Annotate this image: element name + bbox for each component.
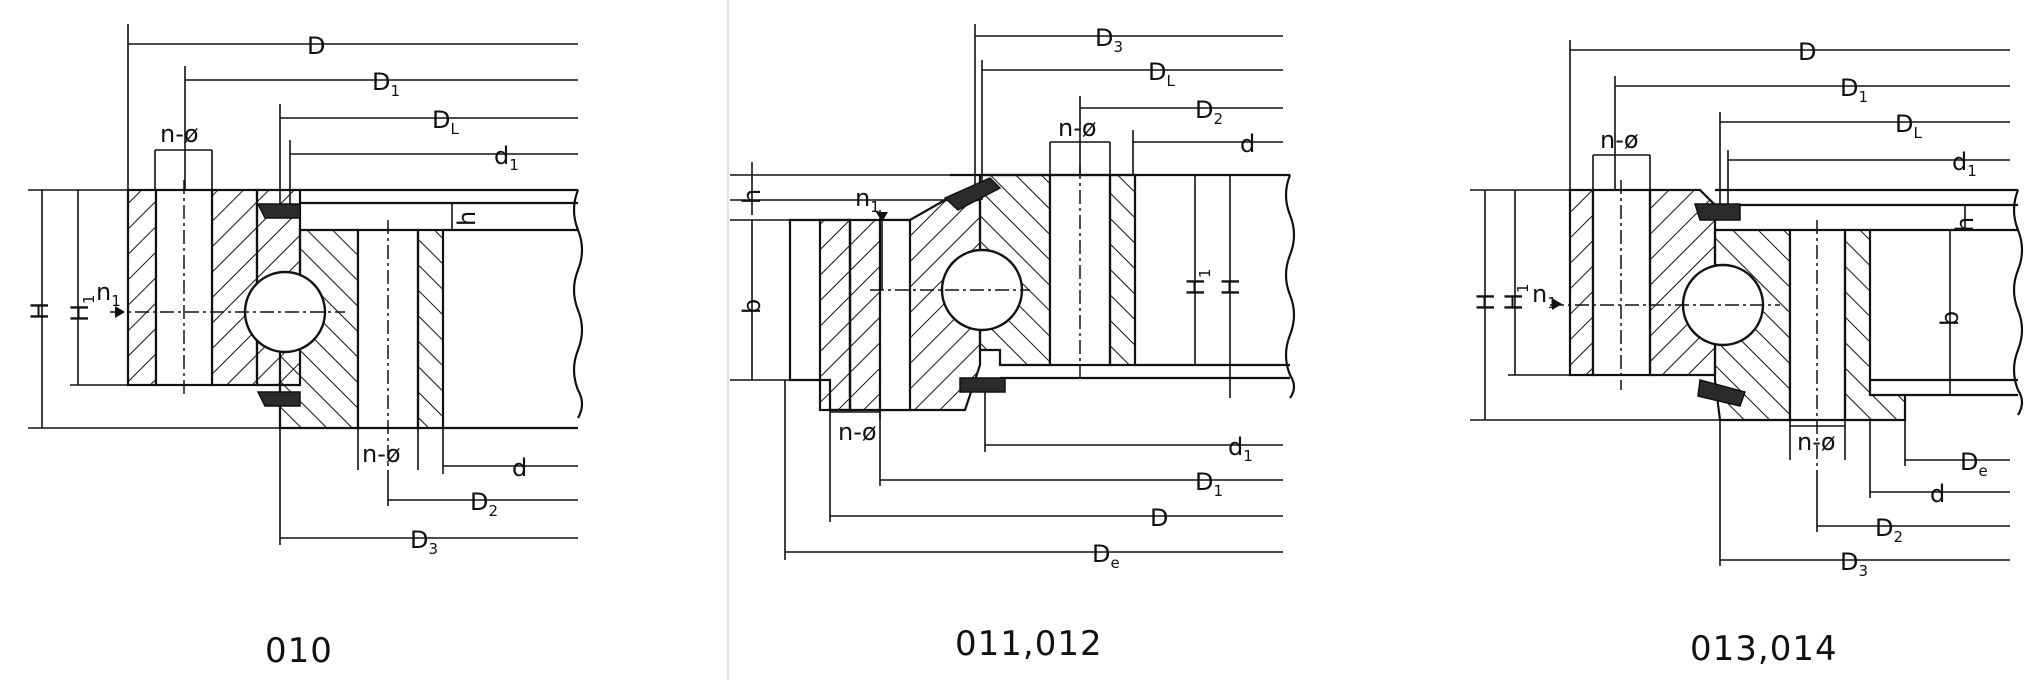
caption-010: 010 [265, 631, 333, 671]
dim-d1-011: d1 [1228, 433, 1253, 465]
dim-n-phi-top: n-ø [160, 120, 199, 148]
seal-top [256, 203, 301, 219]
dim-D2-011: D2 [1195, 96, 1223, 128]
top-dimensions: D3 DL D2 n-ø d [974, 24, 1283, 200]
dim-D1-011: D1 [1195, 468, 1223, 500]
dim-n-phi-bottom-011: n-ø [838, 418, 877, 446]
dim-H1: H1 [66, 294, 98, 322]
top-dimensions: D D1 DL d1 n-ø [127, 24, 578, 205]
dim-D-013: D [1798, 38, 1816, 66]
outer-ring-section [1568, 180, 1717, 390]
seal-top [943, 177, 1002, 211]
dim-D3-013: D3 [1840, 548, 1868, 580]
dim-D-011: D [1150, 504, 1168, 532]
dim-H1-011: H1 [1182, 268, 1214, 296]
panel-011-012: D3 DL D2 n-ø d [727, 0, 1296, 680]
dim-d-010: d [512, 454, 527, 482]
dim-DL-011: DL [1148, 58, 1175, 90]
dim-d-013: d [1930, 480, 1945, 508]
dim-D3-011: D3 [1095, 24, 1123, 56]
outer-ring-section [126, 180, 302, 395]
dim-n-phi-top-013: n-ø [1600, 126, 1639, 154]
top-dimensions: D D1 DL d1 n-ø [1569, 38, 2010, 205]
dim-D1: D1 [372, 68, 400, 100]
bottom-dimensions: n-ø De d D2 D3 [1719, 420, 2010, 580]
dim-d1-013: d1 [1952, 148, 1977, 180]
dim-h: h [453, 211, 481, 226]
dim-H-011: H [1217, 278, 1245, 296]
left-dimensions: h b [730, 162, 950, 381]
right-dimensions: H1 H [1182, 175, 1245, 398]
caption-013-014: 013,014 [1690, 629, 1838, 669]
dim-n-phi-bottom: n-ø [362, 440, 401, 468]
dim-D3-010: D3 [410, 526, 438, 558]
dim-d1: d1 [494, 142, 519, 174]
dim-De-011: De [1092, 540, 1120, 572]
left-dimensions: H H1 n1 [26, 189, 280, 429]
dim-De-013: De [1960, 448, 1988, 480]
caption-011-012: 011,012 [955, 624, 1103, 664]
dim-b-011: b [738, 299, 766, 314]
inner-ring-section [1713, 188, 2024, 470]
dim-n-phi-top-011: n-ø [1058, 114, 1097, 142]
dim-D1-013: D1 [1840, 74, 1868, 106]
inner-ring-section [278, 188, 584, 470]
dim-H1-013: H1 [1500, 283, 1532, 311]
dim-DL: DL [432, 106, 459, 138]
dim-d-011: d [1240, 130, 1255, 158]
seal-bottom [256, 391, 301, 407]
dim-h-011: h [738, 189, 766, 204]
seal-bottom [1697, 379, 1746, 407]
bottom-dimensions: n-ø d D2 D3 [279, 428, 578, 558]
dim-b-013: b [1936, 311, 1964, 326]
dim-D2-010: D2 [470, 488, 498, 520]
dim-h-013: h [1951, 217, 1979, 232]
dim-D2-013: D2 [1875, 514, 1903, 546]
dim-DL-013: DL [1895, 110, 1922, 142]
dim-H: H [26, 302, 54, 320]
panel-010: D D1 DL d1 n-ø [26, 24, 584, 671]
panel-013-014: D D1 DL d1 n-ø [1470, 38, 2024, 669]
left-dimensions: H H1 n1 [1470, 189, 1720, 421]
dim-n-phi-bottom-013: n-ø [1797, 428, 1836, 456]
seal-top [1693, 203, 1741, 221]
dim-n1: n1 [96, 278, 121, 310]
seal-bottom [959, 377, 1006, 393]
dim-D: D [307, 32, 325, 60]
dim-H-013: H [1472, 293, 1500, 311]
